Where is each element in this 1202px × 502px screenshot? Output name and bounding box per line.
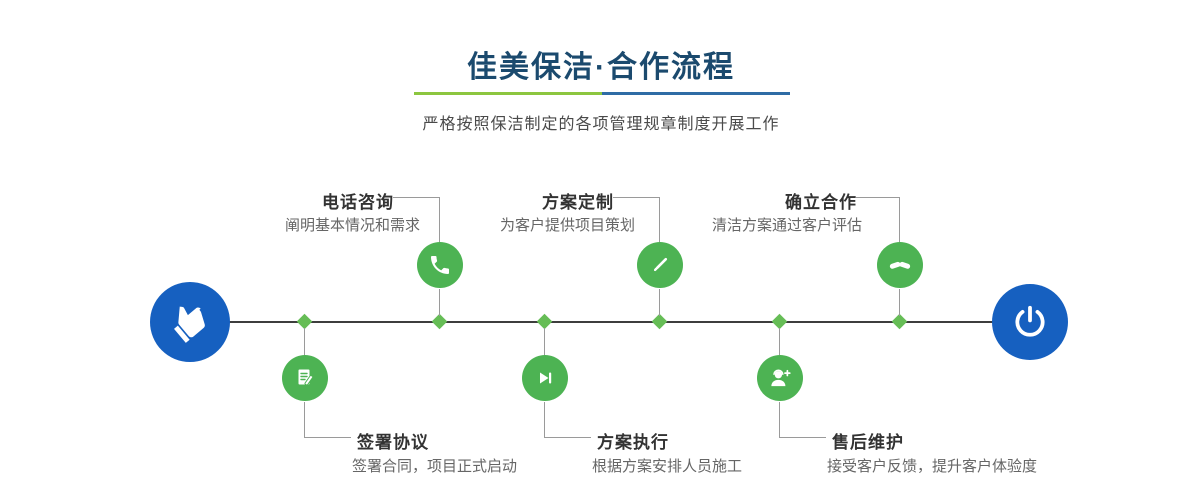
step-icon-circle [522, 355, 568, 401]
connector-line [393, 197, 440, 242]
step-description: 签署合同，项目正式启动 [352, 458, 518, 475]
connector-line [779, 402, 826, 438]
timeline-diamond [771, 313, 788, 330]
connector-line [439, 289, 440, 316]
connector-line [899, 289, 900, 316]
step-label: 方案定制 [542, 193, 614, 212]
connector-line [544, 402, 591, 438]
connector-line [544, 328, 545, 355]
step-label: 确立合作 [785, 193, 857, 212]
headset-icon [771, 369, 791, 387]
power-icon [1015, 305, 1045, 337]
timeline-diamond [651, 313, 668, 330]
step-description: 清洁方案通过客户评估 [712, 217, 863, 234]
pointing-hand-icon [174, 306, 205, 343]
timeline-diamond [296, 313, 313, 330]
design-icon [653, 257, 668, 272]
step-description: 接受客户反馈，提升客户体验度 [827, 458, 1038, 475]
timeline-diamond [536, 313, 553, 330]
page-title: 佳美保洁·合作流程 [467, 51, 735, 84]
connector-line [304, 328, 305, 355]
step-icon-circle [757, 355, 803, 401]
connector-line [304, 402, 351, 438]
timeline-diamond [431, 313, 448, 330]
contract-icon [298, 369, 314, 386]
timeline-end-node [992, 284, 1068, 360]
step-icon-circle [417, 242, 463, 288]
title-underline-green [414, 92, 602, 95]
page-subtitle: 严格按照保洁制定的各项管理规章制度开展工作 [422, 116, 780, 133]
connector-line [613, 197, 660, 242]
timeline-line [190, 321, 1030, 323]
timeline-start-node [150, 282, 230, 362]
step-description: 根据方案安排人员施工 [592, 458, 743, 475]
step-icon-circle [877, 242, 923, 288]
step-icon-circle [282, 355, 328, 401]
step-label: 电话咨询 [322, 193, 394, 212]
handshake-icon [889, 261, 911, 269]
step-description: 为客户提供项目策划 [500, 217, 636, 234]
step-label: 方案执行 [597, 433, 669, 452]
step-label: 签署协议 [357, 433, 429, 452]
play-icon [540, 372, 552, 384]
step-icon-circle [637, 242, 683, 288]
connector-line [779, 328, 780, 355]
connector-line [856, 197, 900, 242]
title-underline-blue [602, 92, 790, 95]
step-description: 阐明基本情况和需求 [285, 217, 421, 234]
timeline-diamond [891, 313, 908, 330]
connector-line [659, 289, 660, 316]
step-label: 售后维护 [832, 433, 904, 452]
phone-icon [431, 256, 449, 274]
